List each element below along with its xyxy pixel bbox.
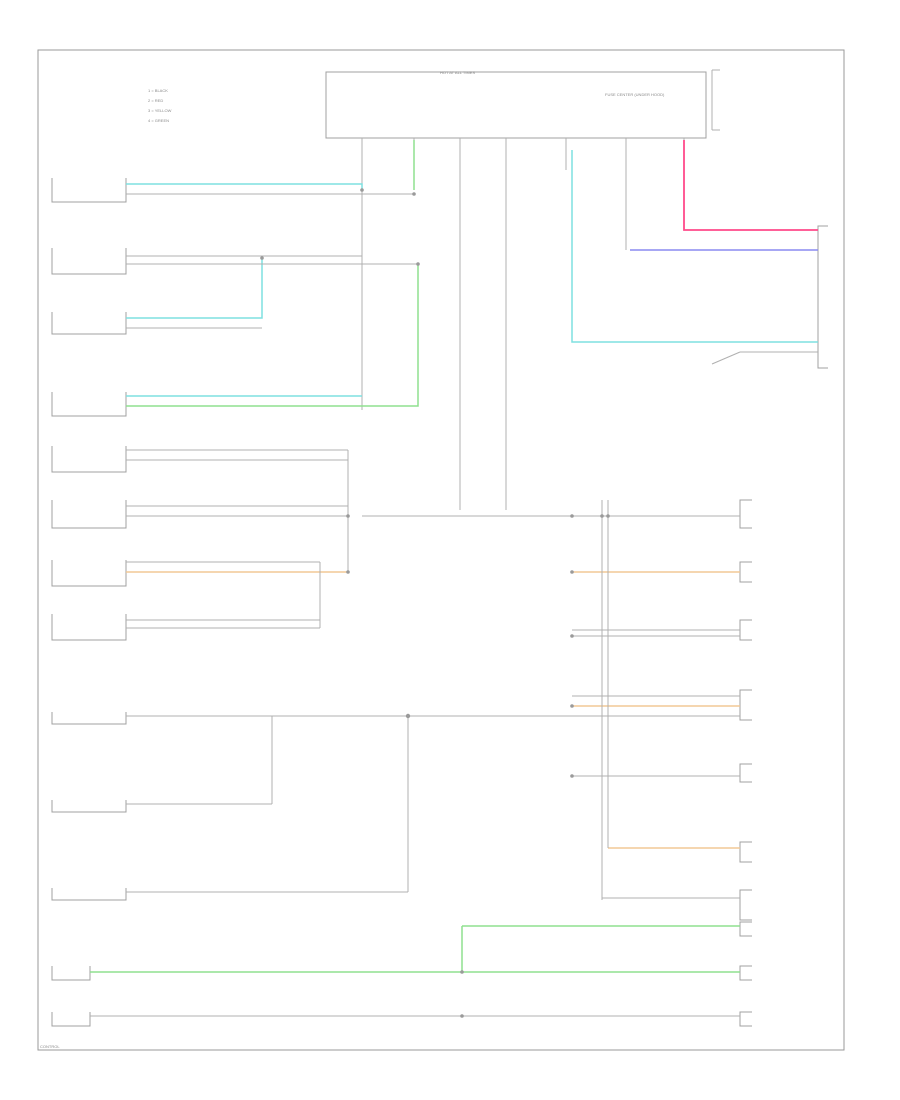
legend-item-4: 4 = GREEN [148,118,169,123]
legend-item-1: 1 = BLACK [148,88,168,93]
module-box [739,561,752,583]
under-hood-label: FUSE CENTER (UNDER HOOD) [605,92,665,97]
module-box [51,446,127,473]
footer-label: CONTROL [40,1044,60,1049]
gray-wires [90,193,818,1017]
module-box [51,888,127,901]
junction-dots [260,188,610,1018]
module-box [739,499,752,529]
module-box [51,966,91,981]
cyan-wire [571,150,818,343]
module-box [739,965,752,981]
module-box [51,500,127,529]
module-box [739,1011,752,1027]
cyan-wire [126,183,363,190]
module-box [51,560,127,587]
module-box [51,178,127,203]
fuse-box-label: HOT AT ALL TIMES [440,70,475,75]
cyan-wire [126,258,263,319]
left-modules [51,178,127,1027]
module-box [51,614,127,641]
right-top-connector [711,69,720,131]
module-box [739,689,752,721]
diagram-frame [37,49,845,1051]
module-box [51,312,127,335]
module-box [739,841,752,863]
module-box [739,619,752,641]
module-box [51,248,127,275]
module-box [51,712,127,725]
module-box [51,800,127,813]
colored-wires [90,140,818,973]
green-wire [126,264,419,407]
module-box [739,889,752,921]
module-box [51,392,127,417]
module-box [739,763,752,783]
module-box [739,921,752,937]
legend-item-2: 2 = RED [148,98,163,103]
legend: 1 = BLACK 2 = RED 3 = YELLOW 4 = GREEN [148,88,172,123]
module-box [51,1012,91,1027]
module-box [817,225,828,369]
legend-item-3: 3 = YELLOW [148,108,172,113]
fuse-box [325,71,707,139]
right-modules [739,225,828,1027]
red-wire [683,140,818,231]
